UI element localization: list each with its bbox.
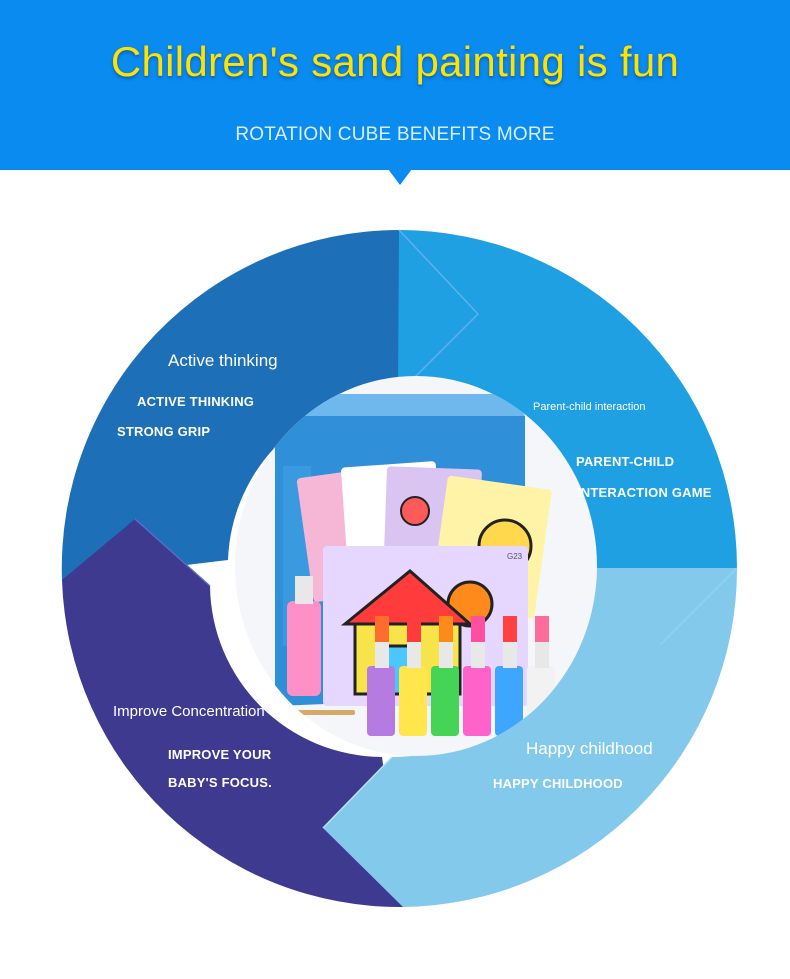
concentration-heading: Improve Concentration bbox=[113, 703, 265, 720]
active-thinking-heading: Active thinking bbox=[168, 351, 278, 370]
segment-active-thinking bbox=[61, 230, 479, 580]
header-banner: Children's sand painting is fun ROTATION… bbox=[0, 0, 790, 170]
segment-parent-child bbox=[398, 230, 737, 645]
banner-pointer bbox=[388, 169, 412, 185]
page-subtitle: ROTATION CUBE BENEFITS MORE bbox=[235, 124, 555, 145]
active-thinking-line-1: ACTIVE THINKING bbox=[137, 394, 255, 409]
arrow-edge-left bbox=[134, 518, 211, 587]
concentration-line-2: BABY'S FOCUS. bbox=[168, 775, 272, 790]
segment-improve-concentration bbox=[62, 519, 403, 908]
active-thinking-line-2: STRONG GRIP bbox=[117, 424, 211, 439]
arrow-edge-bottom bbox=[322, 756, 393, 829]
parent-child-line-1: PARENT-CHILD bbox=[576, 454, 675, 469]
parent-child-line-2: INTERACTION GAME bbox=[577, 485, 712, 500]
card-code: G23 bbox=[507, 552, 523, 561]
happy-childhood-heading: Happy childhood bbox=[526, 739, 653, 758]
arrow-edge-right bbox=[659, 567, 738, 646]
segment-happy-childhood bbox=[323, 568, 738, 907]
happy-childhood-line-1: HAPPY CHILDHOOD bbox=[493, 776, 623, 791]
arrow-edge-top bbox=[398, 229, 480, 394]
product-image: G23 bbox=[235, 376, 597, 756]
parent-child-heading: Parent-child interaction bbox=[533, 401, 646, 413]
page-title: Children's sand painting is fun bbox=[110, 38, 680, 85]
concentration-line-1: IMPROVE YOUR bbox=[168, 747, 272, 762]
